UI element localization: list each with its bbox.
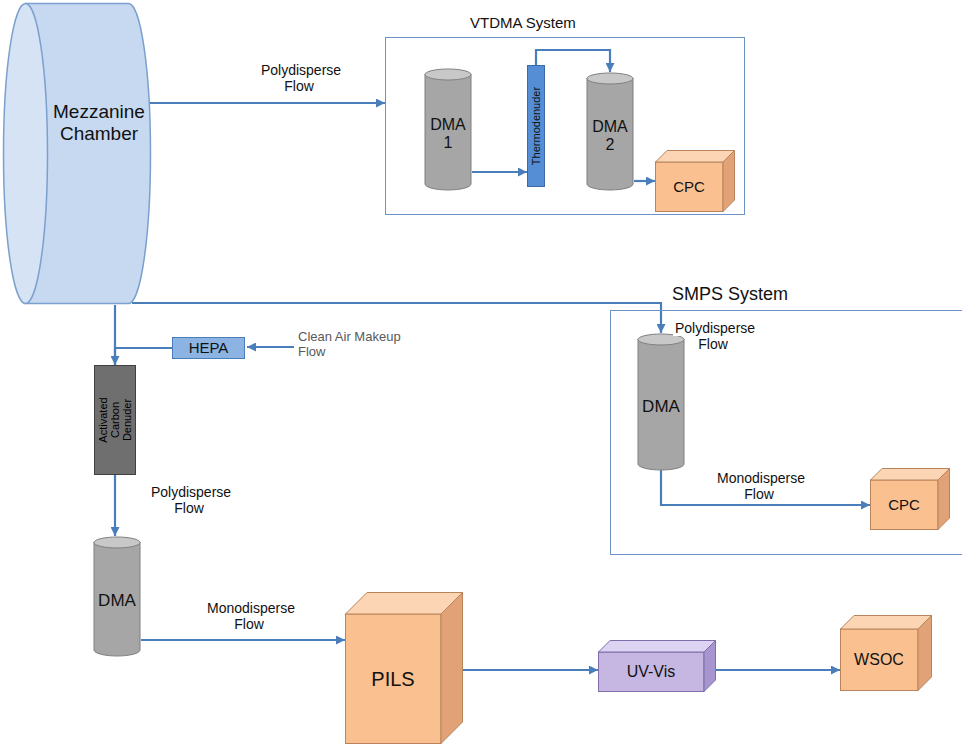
group-title: VTDMA System [470, 14, 576, 31]
flow-arrow [661, 470, 870, 505]
wsoc-box: WSOC [840, 615, 932, 691]
flow-label-holder: Polydisperse Flow [140, 484, 240, 516]
flow-label: Polydisperse Flow [259, 62, 341, 94]
dma-cylinder: DMA [93, 536, 141, 656]
flow-arrow [463, 669, 598, 671]
flow-arrow [634, 180, 655, 182]
flow-arrow [716, 669, 840, 671]
flow-arrow [472, 171, 527, 173]
group-title: SMPS System [672, 284, 788, 305]
flow-label-holder: Monodisperse Flow [700, 470, 820, 502]
denuder-tube: Activated Carbon Denuder [94, 365, 136, 475]
flow-label: Polydisperse Flow [673, 320, 755, 352]
cpc-box: CPC [655, 150, 735, 212]
chamber-cylinder: Mezzanine Chamber [2, 2, 152, 305]
flow-label-holder: Polydisperse Flow [250, 62, 350, 94]
node-label: CPC [870, 480, 938, 530]
node-label: Activated Carbon Denuder [97, 389, 133, 451]
flow-arrow [141, 639, 345, 641]
hepa-filter: HEPA [172, 337, 245, 359]
node-label: UV-Vis [598, 652, 704, 692]
pils-box: PILS [345, 592, 463, 744]
node-label: HEPA [172, 337, 245, 359]
flow-label: Polydisperse Flow [149, 484, 231, 516]
flow-label: Monodisperse Flow [715, 470, 805, 502]
flow-arrow [150, 102, 385, 104]
system-group: VTDMA SystemDMA 1ThermodenuderDMA 2CPC [385, 37, 745, 215]
dma-cylinder: DMA 1 [424, 68, 472, 190]
flow-arrow [115, 348, 172, 365]
node-label: PILS [345, 614, 441, 744]
node-label: DMA [639, 345, 683, 468]
chamber-cylinder-outline [2, 2, 152, 305]
flow-label-holder: Polydisperse Flow [664, 320, 764, 352]
flow-arrow [132, 303, 661, 333]
node-label: CPC [655, 162, 723, 212]
node-label: DMA 2 [588, 84, 632, 188]
node-label: DMA 1 [426, 80, 470, 188]
node-label: WSOC [840, 629, 918, 691]
flow-arrow [114, 475, 116, 536]
flow-label: Monodisperse Flow [205, 600, 295, 632]
cpc-box: CPC [870, 468, 950, 530]
node-label: DMA [95, 548, 139, 654]
flow-arrow [536, 50, 610, 72]
flow-label-holder: Monodisperse Flow [190, 600, 310, 632]
thermodenuder-tube: Thermodenuder [527, 65, 545, 187]
dma-cylinder: DMA 2 [586, 72, 634, 190]
flow-note: Clean Air Makeup Flow [298, 330, 418, 360]
system-group: SMPS SystemDMACPC [610, 310, 962, 555]
node-label: Thermodenuder [530, 87, 542, 165]
makeup-flow-arrow [247, 346, 294, 348]
node-label: Mezzanine Chamber [48, 2, 150, 244]
uvvis-box: UV-Vis [598, 640, 716, 692]
dma-cylinder: DMA [637, 333, 685, 470]
